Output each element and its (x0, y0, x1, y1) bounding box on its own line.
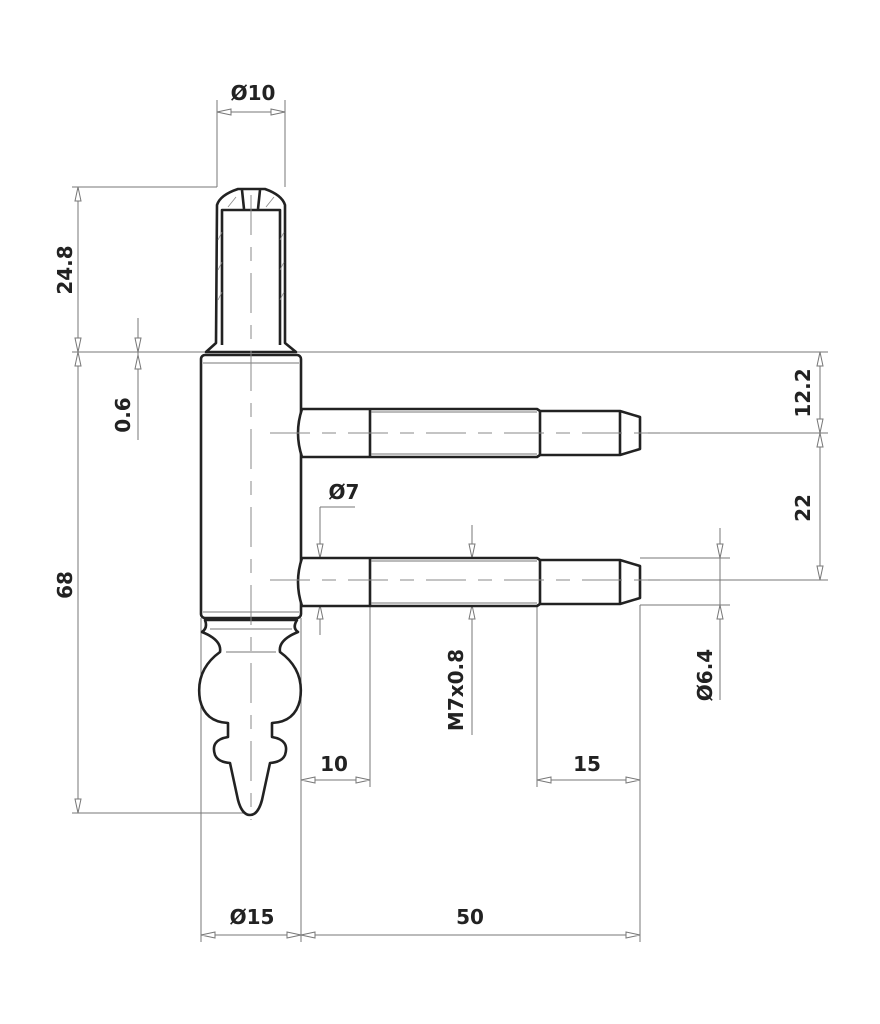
dimension-lines (74, 108, 824, 939)
top-pin (296, 407, 642, 459)
label-cap-height: 24.8 (53, 245, 77, 294)
label-pin-length: 50 (456, 905, 484, 929)
finial (197, 618, 303, 817)
label-pin-diameter: Ø7 (329, 480, 360, 504)
label-top-pin-offset: 12.2 (791, 368, 815, 417)
dimension-labels: Ø10 24.8 0.6 68 12.2 22 Ø7 M7x0.8 Ø6.4 1… (53, 81, 815, 929)
label-tip-diameter: Ø6.4 (693, 649, 717, 701)
label-tip-length: 15 (573, 752, 601, 776)
hinge-part (197, 187, 680, 820)
extension-lines (72, 100, 828, 942)
label-cap-diameter: Ø10 (231, 81, 276, 105)
bottom-pin (296, 556, 642, 608)
label-gap: 0.6 (111, 397, 135, 432)
label-barrel-height: 68 (53, 571, 77, 599)
label-thread: M7x0.8 (444, 649, 468, 731)
label-plain-length: 10 (320, 752, 348, 776)
label-pin-spacing: 22 (791, 494, 815, 522)
label-barrel-diameter: Ø15 (230, 905, 275, 929)
